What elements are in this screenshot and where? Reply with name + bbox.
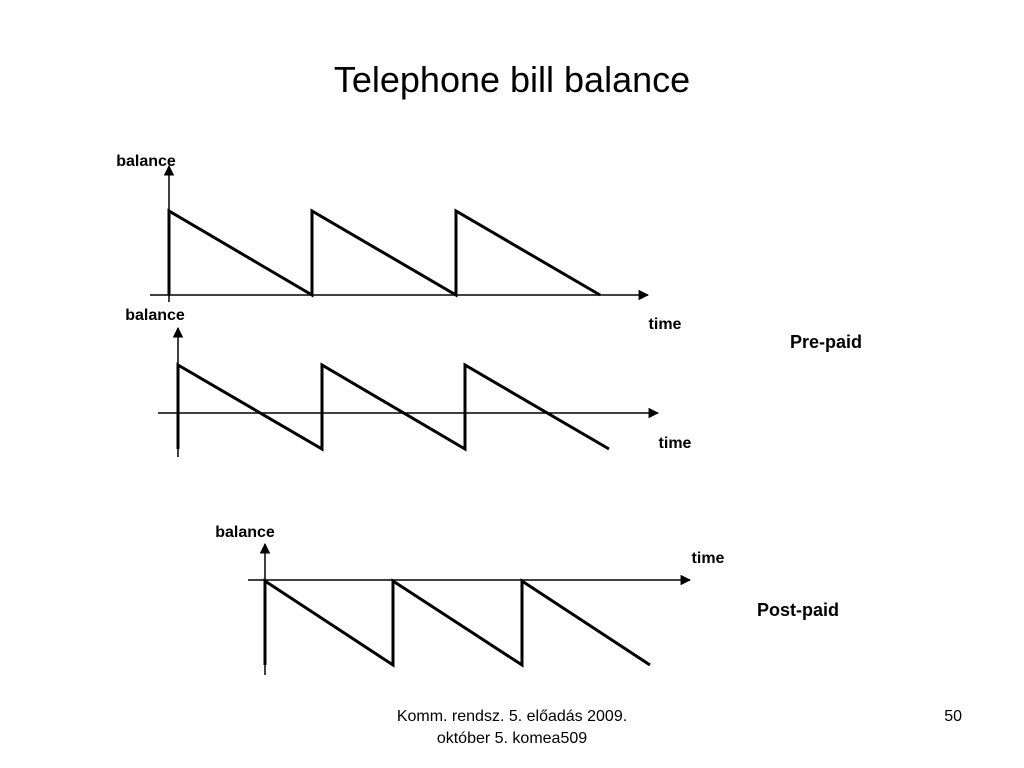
y-axis-label: balance [125,307,185,324]
y-axis-label: balance [116,153,176,170]
footer-line-1: Komm. rendsz. 5. előadás 2009. [396,708,628,725]
prepaid-diagram-1: balance [116,153,650,302]
prepaid-label: Pre-paid [790,332,862,352]
page-number: 50 [944,708,962,725]
x-axis-label: time [692,550,725,567]
balance-curve [263,578,651,668]
postpaid-diagram: balance time [215,524,725,675]
balance-curve [176,362,610,452]
slide-title: Telephone bill balance [333,59,691,100]
postpaid-label: Post-paid [757,600,839,620]
footer-line-2: október 5. komea509 [436,730,588,747]
x-axis-label: time [659,435,692,452]
y-axis-label: balance [215,524,275,541]
x-axis-label: time [649,316,682,333]
footer-text: Komm. rendsz. 5. előadás 2009. október 5… [312,706,712,750]
prepaid-diagram-2: time balance time [125,307,692,457]
balance-curve [167,208,601,298]
